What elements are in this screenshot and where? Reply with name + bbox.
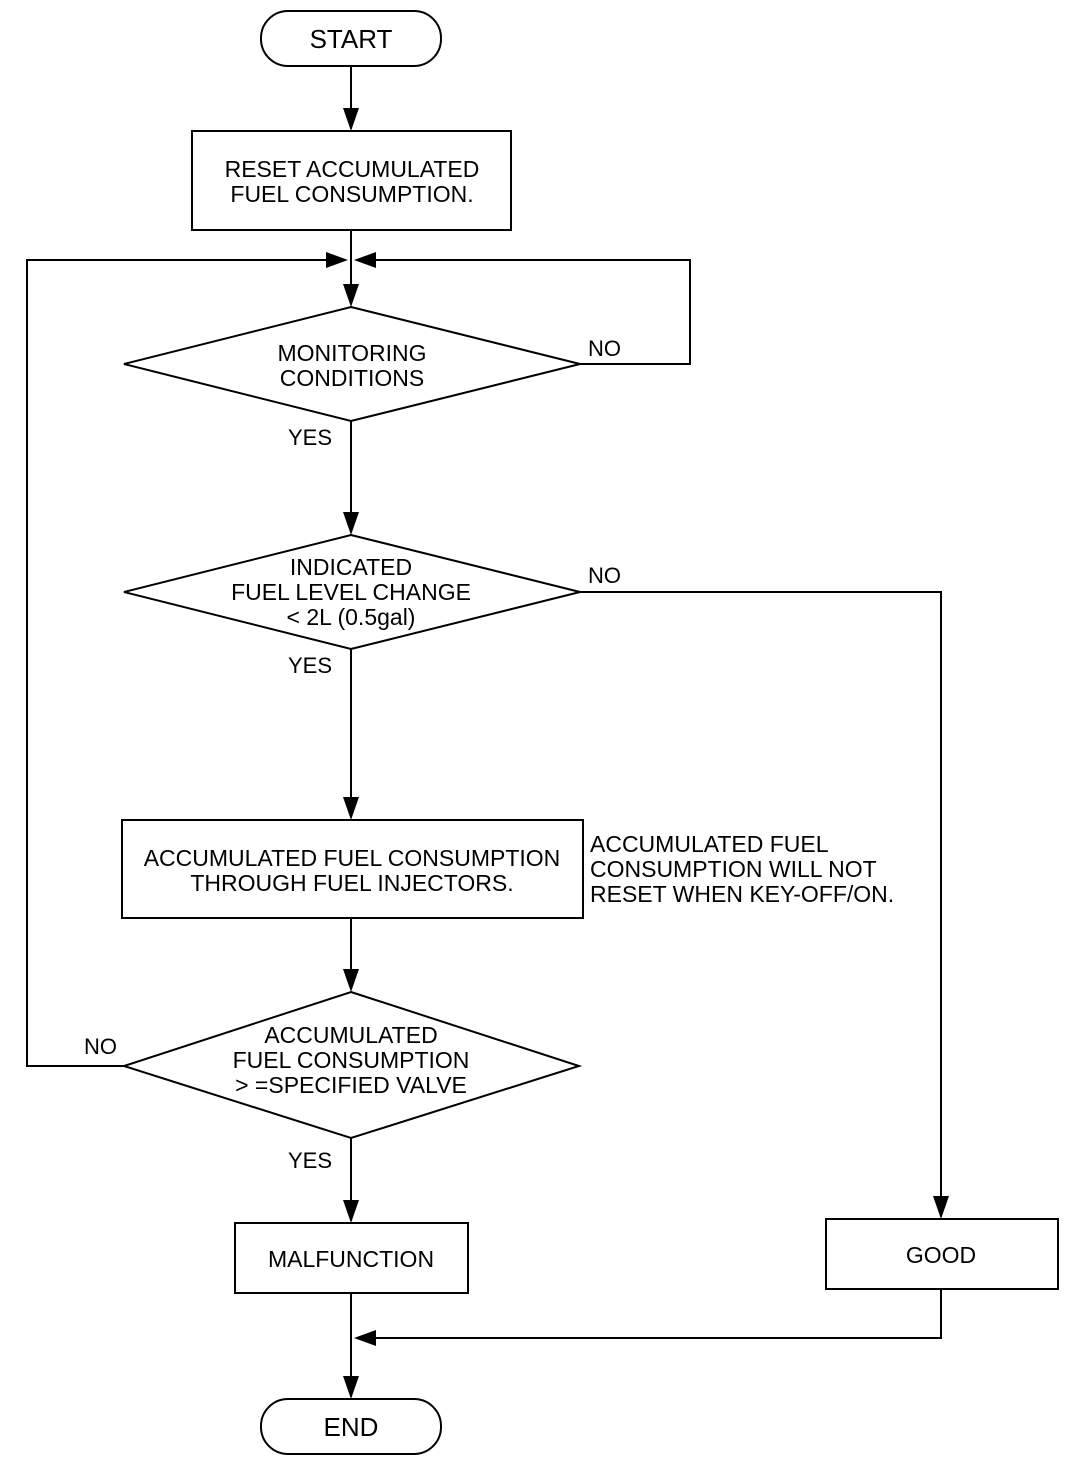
monitoring-no-label: NO: [588, 336, 621, 361]
good-box: GOOD: [825, 1218, 1059, 1290]
connectors: [26, 66, 942, 1384]
arrowhead-accumulate: [343, 797, 359, 820]
note-line-3: RESET WHEN KEY-OFF/ON.: [590, 881, 894, 907]
level-yes-label: YES: [288, 653, 332, 678]
arrowhead-specified: [343, 969, 359, 992]
level-change-decision: INDICATED FUEL LEVEL CHANGE < 2L (0.5gal…: [123, 533, 581, 651]
level-line-1: INDICATED: [290, 554, 412, 580]
start-label: START: [310, 24, 393, 54]
end-terminal: END: [260, 1398, 442, 1455]
monitoring-yes-label: YES: [288, 425, 332, 450]
reset-process-box: RESET ACCUMULATED FUEL CONSUMPTION.: [191, 130, 512, 231]
arrowheads: [326, 108, 949, 1399]
specified-line-1: ACCUMULATED: [264, 1022, 437, 1048]
specified-yes-label: YES: [288, 1148, 332, 1173]
arrowhead-loop-left: [326, 252, 348, 268]
note-line-1: ACCUMULATED FUEL: [590, 831, 829, 857]
line-monitoring-no-loop: [370, 259, 691, 365]
specified-line-3: > =SPECIFIED VALVE: [235, 1072, 467, 1098]
monitoring-decision: MONITORING CONDITIONS: [123, 305, 581, 423]
start-terminal: START: [260, 10, 442, 67]
arrowhead-end: [343, 1376, 359, 1399]
specified-no-label: NO: [84, 1034, 117, 1059]
arrowhead-reset: [343, 108, 359, 131]
specified-decision: ACCUMULATED FUEL CONSUMPTION > =SPECIFIE…: [120, 990, 583, 1140]
end-label: END: [324, 1412, 379, 1442]
arrowhead-good: [933, 1196, 949, 1219]
arrowhead-loop-right: [354, 252, 376, 268]
level-line-2: FUEL LEVEL CHANGE: [231, 579, 471, 605]
line-good-end: [369, 1289, 942, 1339]
malfunction-box: MALFUNCTION: [234, 1222, 469, 1294]
accumulate-line-2: THROUGH FUEL INJECTORS.: [190, 870, 513, 896]
good-label: GOOD: [906, 1242, 976, 1268]
monitoring-line-2: CONDITIONS: [280, 365, 424, 391]
accumulate-process-box: ACCUMULATED FUEL CONSUMPTION THROUGH FUE…: [121, 819, 584, 919]
arrowhead-monitoring: [343, 284, 359, 307]
note-text: ACCUMULATED FUEL CONSUMPTION WILL NOT RE…: [590, 831, 894, 907]
arrowhead-level: [343, 512, 359, 535]
monitoring-line-1: MONITORING: [277, 340, 426, 366]
level-line-3: < 2L (0.5gal): [287, 604, 416, 630]
reset-line-2: FUEL CONSUMPTION.: [230, 181, 473, 207]
malfunction-label: MALFUNCTION: [268, 1246, 434, 1272]
arrowhead-malfunction: [343, 1200, 359, 1223]
specified-line-2: FUEL CONSUMPTION: [233, 1047, 470, 1073]
arrowhead-merge: [354, 1330, 376, 1346]
line-specified-no-loop: [26, 259, 336, 1067]
accumulate-line-1: ACCUMULATED FUEL CONSUMPTION: [144, 845, 561, 871]
reset-line-1: RESET ACCUMULATED: [225, 156, 480, 182]
line-level-no-good: [580, 591, 942, 1205]
note-line-2: CONSUMPTION WILL NOT: [590, 856, 877, 882]
level-no-label: NO: [588, 563, 621, 588]
